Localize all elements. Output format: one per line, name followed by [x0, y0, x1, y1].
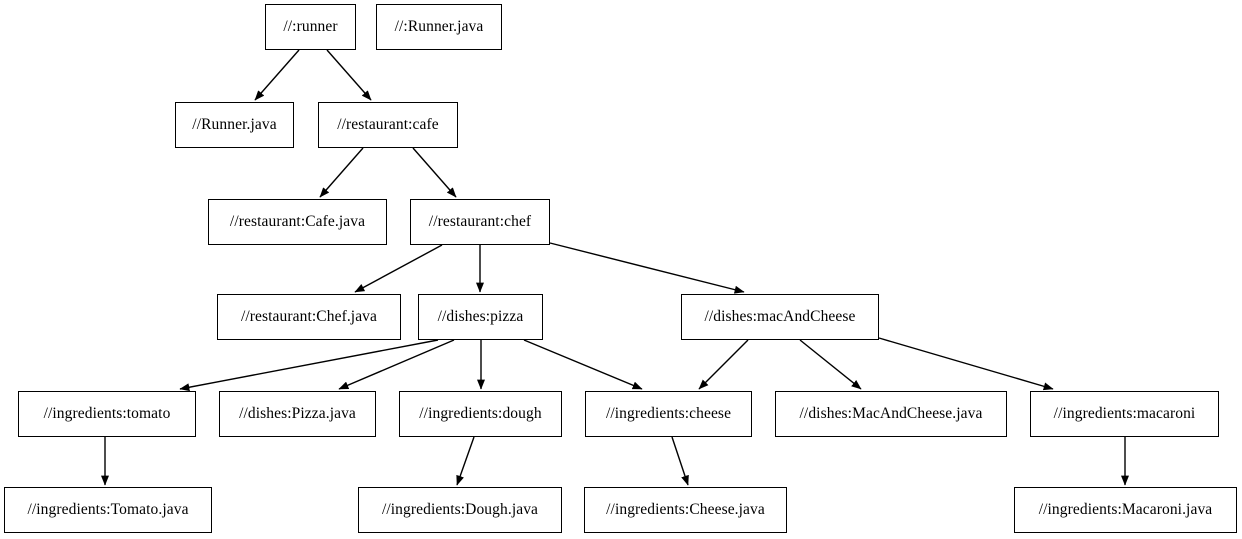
graph-edge-runner-to-runner_java — [254, 49, 300, 101]
graph-node-label: //dishes:MacAndCheese.java — [799, 405, 983, 423]
graph-node-dough_java[interactable]: //ingredients:Dough.java — [358, 487, 562, 533]
graph-node-label: //restaurant:Chef.java — [240, 308, 378, 326]
graph-node-label: //dishes:macAndCheese — [704, 308, 856, 326]
graph-edge-dishes_mac-to-ing_macaroni — [878, 337, 1054, 391]
graph-edge-runner-to-restaurant_cafe — [326, 49, 372, 101]
graph-node-label: //dishes:Pizza.java — [239, 405, 356, 423]
graph-edge-dishes_pizza-to-ing_cheese — [523, 339, 643, 390]
graph-edge-restaurant_cafe-to-cafe_java — [319, 147, 364, 198]
graph-node-restaurant_chef[interactable]: //restaurant:chef — [410, 199, 550, 245]
graph-node-restaurant_cafe[interactable]: //restaurant:cafe — [318, 102, 458, 148]
graph-node-label: //ingredients:Cheese.java — [606, 501, 765, 519]
graph-node-label: //Runner.java — [192, 116, 277, 134]
graph-edge-dishes_pizza-to-ing_tomato — [179, 339, 439, 392]
graph-node-label: //restaurant:chef — [428, 213, 532, 231]
graph-node-label: //restaurant:cafe — [337, 116, 439, 134]
graph-node-label: //ingredients:dough — [419, 405, 542, 423]
graph-node-label: //ingredients:Tomato.java — [27, 501, 189, 519]
graph-node-dishes_mac[interactable]: //dishes:macAndCheese — [681, 294, 879, 340]
graph-edge-dishes_pizza-to-pizza_java — [338, 339, 455, 390]
graph-node-label: //ingredients:Macaroni.java — [1038, 501, 1213, 519]
graph-node-pizza_java[interactable]: //dishes:Pizza.java — [219, 391, 376, 437]
graph-node-label: //:runner — [283, 18, 338, 36]
graph-node-label: //ingredients:macaroni — [1053, 405, 1196, 423]
graph-node-runner_java[interactable]: //Runner.java — [175, 102, 294, 148]
graph-node-mac_java[interactable]: //dishes:MacAndCheese.java — [775, 391, 1007, 437]
graph-node-ing_macaroni[interactable]: //ingredients:macaroni — [1030, 391, 1219, 437]
graph-node-ing_tomato[interactable]: //ingredients:tomato — [18, 391, 196, 437]
graph-node-label: //:Runner.java — [394, 18, 484, 36]
graph-edge-ing_dough-to-dough_java — [456, 436, 475, 486]
graph-node-ing_cheese[interactable]: //ingredients:cheese — [585, 391, 752, 437]
graph-edge-ing_cheese-to-cheese_java — [671, 436, 689, 486]
graph-node-runner[interactable]: //:runner — [265, 4, 356, 50]
graph-edge-restaurant_chef-to-dishes_mac — [549, 242, 745, 294]
graph-node-label: //ingredients:cheese — [605, 405, 732, 423]
graph-node-dishes_pizza[interactable]: //dishes:pizza — [418, 294, 543, 340]
graph-node-macaroni_java[interactable]: //ingredients:Macaroni.java — [1014, 487, 1237, 533]
graph-node-chef_java[interactable]: //restaurant:Chef.java — [217, 294, 401, 340]
graph-edge-dishes_mac-to-ing_cheese — [698, 339, 749, 390]
graph-edge-dishes_mac-to-mac_java — [799, 339, 862, 390]
graph-node-tomato_java[interactable]: //ingredients:Tomato.java — [4, 487, 212, 533]
graph-node-label: //ingredients:tomato — [43, 405, 171, 423]
graph-node-label: //dishes:pizza — [437, 308, 524, 326]
graph-edge-restaurant_chef-to-chef_java — [354, 244, 443, 293]
graph-node-runner_java_root[interactable]: //:Runner.java — [376, 4, 502, 50]
graph-node-ing_dough[interactable]: //ingredients:dough — [399, 391, 562, 437]
graph-node-label: //ingredients:Dough.java — [381, 501, 539, 519]
graph-node-label: //restaurant:Cafe.java — [229, 213, 366, 231]
graph-node-cheese_java[interactable]: //ingredients:Cheese.java — [584, 487, 787, 533]
graph-node-cafe_java[interactable]: //restaurant:Cafe.java — [208, 199, 387, 245]
graph-edge-restaurant_cafe-to-restaurant_chef — [412, 147, 457, 198]
